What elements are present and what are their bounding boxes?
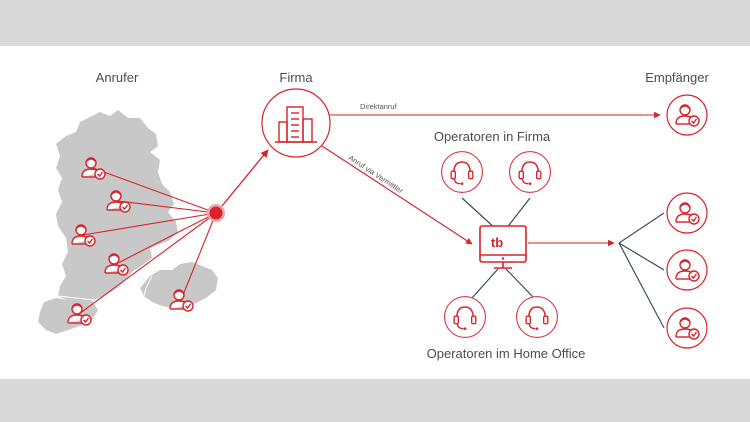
switchboard-monitor: tb — [479, 225, 527, 269]
operators-office-heading: Operatoren in Firma — [434, 129, 551, 144]
arrow-hub-to-company — [221, 149, 269, 207]
top-band — [0, 0, 750, 46]
operator-connectors — [461, 197, 535, 299]
logo-text: tb — [491, 235, 503, 250]
receiver-fan-lines — [618, 212, 665, 329]
receivers-group — [666, 192, 708, 349]
operators-home-heading: Operatoren im Home Office — [427, 346, 586, 361]
headset-icon — [440, 150, 484, 194]
receiver-heading: Empfänger — [645, 70, 709, 85]
headset-icon — [443, 295, 487, 339]
company-node — [261, 88, 331, 158]
headset-icon — [508, 150, 552, 194]
arrow-via-operator — [321, 145, 473, 245]
dach-map — [38, 110, 218, 334]
company-heading: Firma — [279, 70, 313, 85]
hub-dot — [209, 206, 223, 220]
via-operator-label: Anruf via Vermittler — [347, 153, 405, 195]
office-building-icon — [275, 106, 317, 143]
headset-icon — [515, 295, 559, 339]
callers-heading: Anrufer — [96, 70, 139, 85]
caller-connection-lines — [78, 167, 217, 315]
receiver-top — [666, 94, 708, 136]
direct-call-label: Direktanruf — [360, 102, 398, 111]
bottom-band — [0, 379, 750, 422]
